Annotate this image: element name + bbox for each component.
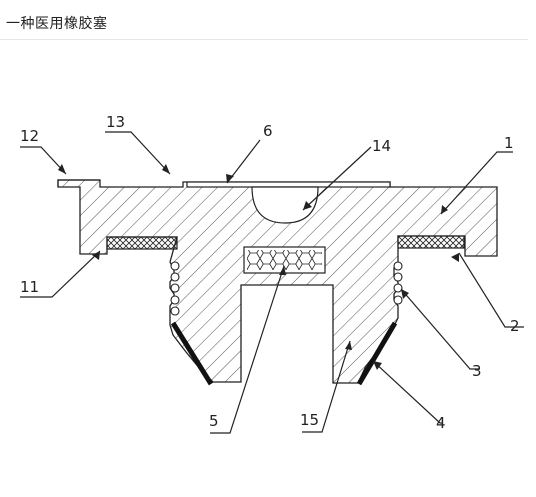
page-title: 一种医用橡胶塞	[6, 16, 108, 32]
bead-rings	[170, 261, 403, 316]
label-15: 15	[300, 411, 319, 429]
label-5: 5	[209, 412, 219, 430]
label-3: 3	[472, 362, 482, 380]
left-lip	[57, 179, 100, 187]
seal-ring-right	[397, 235, 465, 249]
label-11: 11	[20, 278, 39, 296]
header-bar: 一种医用橡胶塞	[0, 0, 528, 40]
label-4: 4	[436, 414, 446, 432]
label-12: 12	[20, 127, 39, 145]
label-2: 2	[510, 317, 520, 335]
black-strip-right	[356, 321, 398, 386]
label-13: 13	[106, 113, 125, 131]
label-6: 6	[263, 122, 273, 140]
label-1: 1	[504, 134, 514, 152]
black-strip-left	[170, 321, 214, 386]
cap-plate	[186, 181, 391, 188]
seal-ring-left	[106, 236, 178, 250]
label-14: 14	[372, 137, 391, 155]
dome-cavity	[251, 186, 319, 224]
